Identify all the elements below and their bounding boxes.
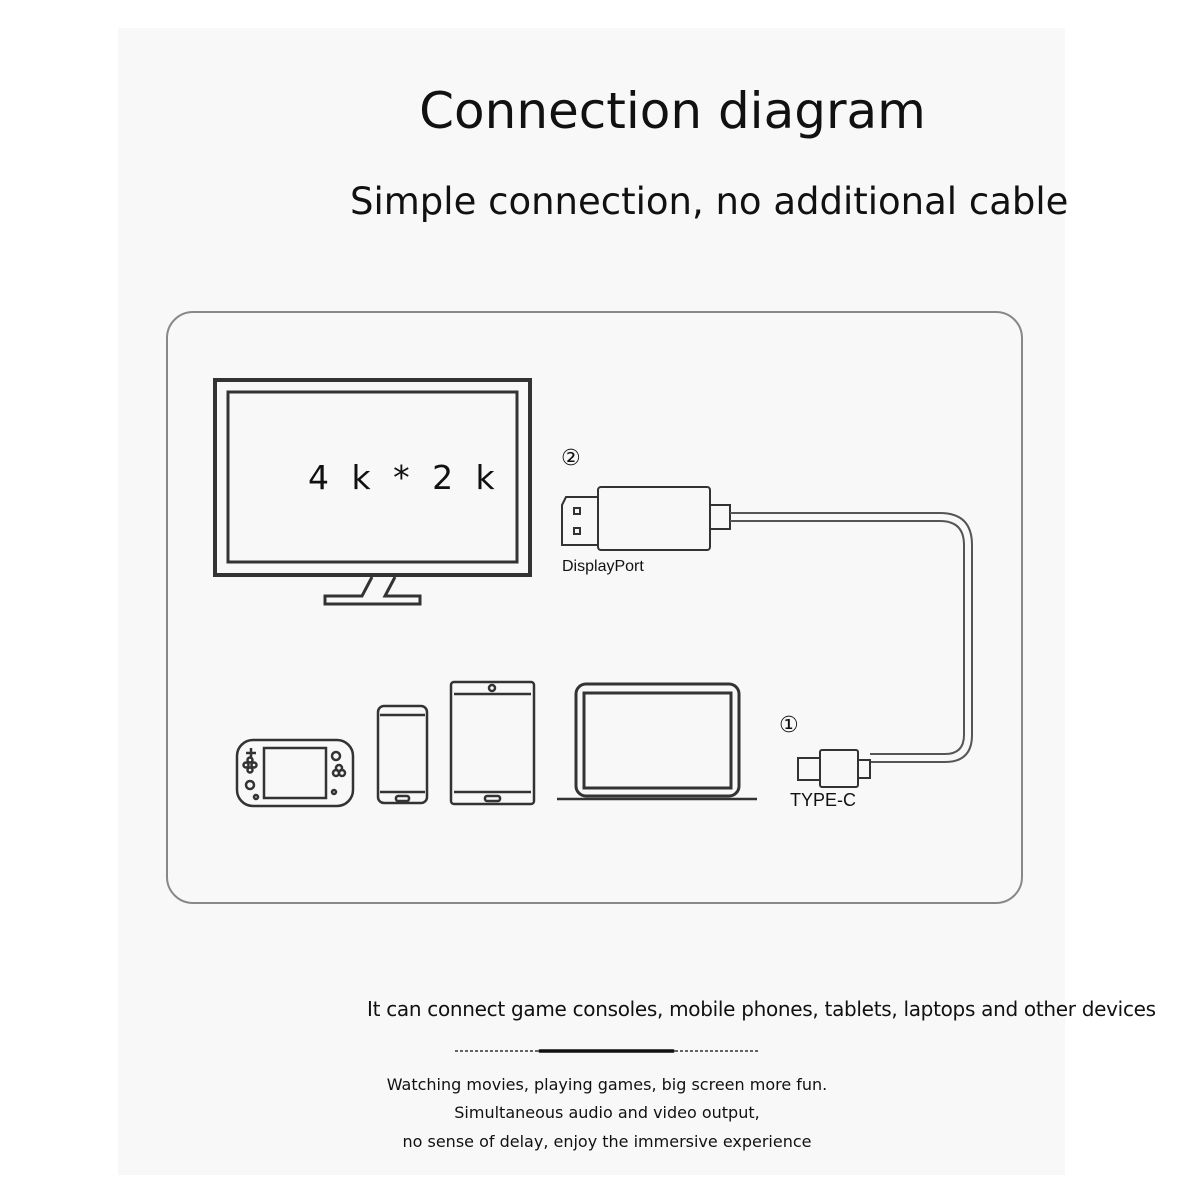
compatibility-description: It can connect game consoles, mobile pho…	[367, 997, 1156, 1021]
page-subtitle: Simple connection, no additional cable	[350, 180, 1069, 223]
laptop-icon	[557, 682, 757, 801]
cable	[730, 512, 973, 763]
displayport-connector-icon	[561, 486, 731, 551]
page-title: Connection diagram	[419, 82, 926, 140]
feature-line-2: Simultaneous audio and video output,	[454, 1103, 760, 1122]
background-panel	[118, 28, 1065, 1175]
diagram-frame	[166, 311, 1023, 904]
monitor-icon	[213, 378, 532, 606]
step-1-marker: ①	[779, 713, 799, 738]
feature-line-1: Watching movies, playing games, big scre…	[386, 1075, 828, 1094]
game-console-icon	[235, 738, 355, 808]
type-c-connector-icon	[797, 749, 871, 788]
displayport-label: DisplayPort	[562, 558, 644, 575]
monitor-resolution-label: 4 k * 2 k	[308, 458, 501, 497]
type-c-label: TYPE-C	[790, 790, 857, 810]
tablet-icon	[449, 680, 536, 806]
feature-line-3: no sense of delay, enjoy the immersive e…	[402, 1132, 812, 1151]
mobile-phone-icon	[376, 704, 429, 805]
step-2-marker: ②	[561, 446, 581, 471]
